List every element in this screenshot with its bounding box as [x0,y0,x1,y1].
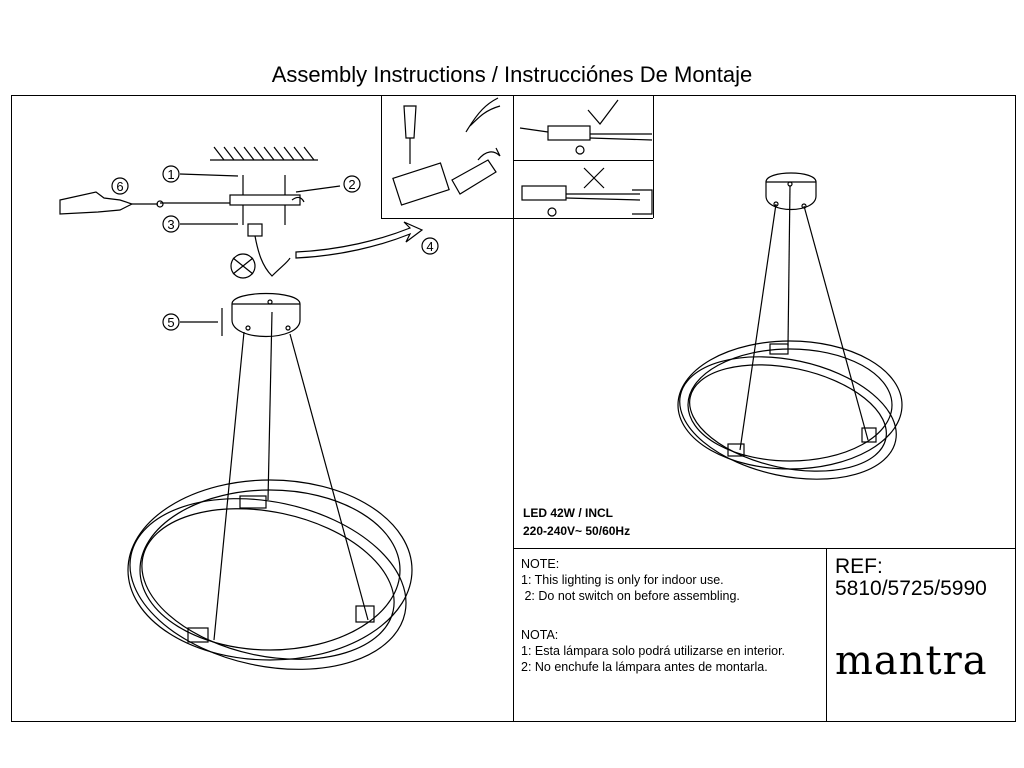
spec-power: LED 42W / INCL [523,506,614,520]
divider-vertical-ref [826,548,827,721]
canopy-left-icon [221,292,301,337]
callout-3: 3 [167,217,174,232]
divider-horizontal-wire-box [513,218,653,219]
callout-1: 1 [167,167,174,182]
callout-4: 4 [426,239,433,254]
divider-horizontal-wire-mid [513,160,653,161]
mounting-bracket-icon [160,175,305,225]
divider-vertical-main [513,96,514,721]
brand-logo: mantra [835,638,988,684]
note-es-item-1: 1: Esta lámpara solo podrá utilizarse en… [521,644,786,658]
page-title: Assembly Instructions / Instrucciónes De… [271,62,753,87]
note-es-heading: NOTA: [521,628,559,642]
ref-codes: 5810/5725/5990 [835,577,987,600]
callout-6: 6 [116,179,123,194]
canopy-right-icon [765,172,817,211]
ring-right-icon [677,340,903,480]
divider-horizontal-notes [513,548,1016,549]
divider-vertical-wire-box [653,96,654,218]
divider-vertical-inset [381,96,382,218]
ceiling-icon [210,146,318,161]
note-en-heading: NOTE: [521,557,560,571]
callout-5: 5 [167,315,174,330]
wire-connector-icon [247,223,291,277]
suspension-cables-left-icon [213,311,369,641]
ring-left-icon [127,479,413,670]
note-es-item-2: 2: No enchufe la lámpara antes de montar… [521,660,768,674]
callout-2: 2 [348,177,355,192]
ref-label: REF: [835,555,883,578]
note-en-item-1: 1: This lighting is only for indoor use. [521,573,724,587]
hand-screwdriver-icon [59,191,164,215]
divider-horizontal-inset [381,218,513,219]
wire-guide-incorrect-icon [521,167,653,217]
instruction-sheet-frame [11,95,1016,722]
spec-voltage: 220-240V~ 50/60Hz [523,524,631,538]
wire-guide-correct-icon [519,99,653,155]
suspension-cables-right-icon [739,185,869,451]
cable-coil-icon [230,253,256,279]
wiring-inset-icon [392,97,501,206]
arrow-to-step-4-icon [295,221,424,259]
note-en-item-2: 2: Do not switch on before assembling. [521,589,740,603]
